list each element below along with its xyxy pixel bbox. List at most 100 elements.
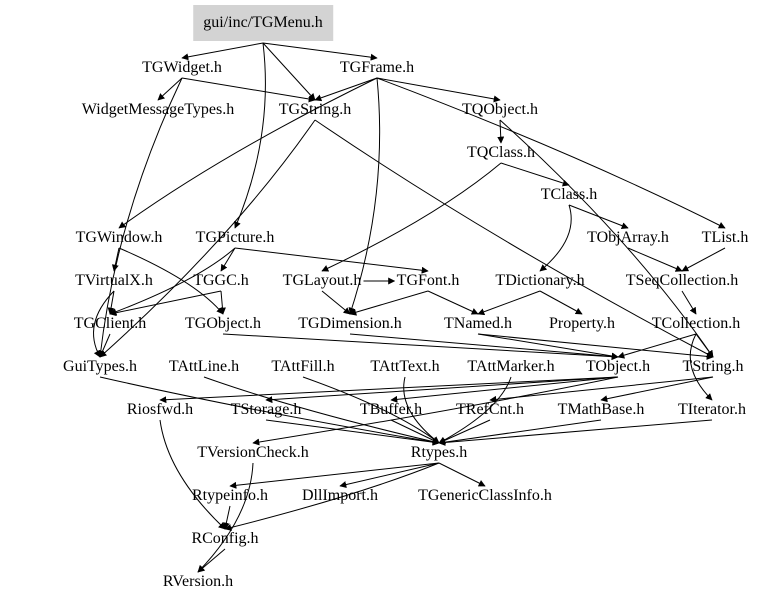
edge-tbuffer-to-rtypes [390, 419, 440, 444]
node-tgobject[interactable]: TGObject.h [185, 315, 261, 332]
node-tattfill[interactable]: TAttFill.h [271, 358, 335, 375]
node-rconfig[interactable]: RConfig.h [191, 530, 259, 547]
node-tqclass[interactable]: TQClass.h [467, 144, 535, 161]
edge-tgwidget-to-guitypes [97, 77, 183, 358]
edge-tgframe-to-tgwindow [118, 77, 378, 229]
edge-rtypes-to-rconfig [224, 462, 440, 531]
edge-tattline-to-rtypes [203, 376, 440, 445]
node-tobjarray[interactable]: TObjArray.h [587, 229, 669, 246]
node-titerator[interactable]: TIterator.h [678, 401, 746, 418]
node-tgfont[interactable]: TGFont.h [396, 272, 460, 289]
node-tmathbase[interactable]: TMathBase.h [557, 401, 645, 418]
edge-tgobject-to-tobject [222, 333, 619, 361]
node-tcollection[interactable]: TCollection.h [651, 315, 741, 332]
node-tstring[interactable]: TString.h [682, 358, 744, 375]
node-tqobject[interactable]: TQObject.h [462, 101, 538, 118]
edge-tqobject-to-tqclass [497, 119, 505, 144]
edge-tnamed-to-tobject [477, 333, 619, 360]
edge-tgdimension-to-tobject [349, 333, 619, 360]
edge-tggc-to-tgobject [218, 290, 226, 315]
node-rtypeinfo[interactable]: Rtypeinfo.h [192, 487, 268, 504]
edge-tstring-to-tmathbase [600, 376, 714, 403]
edge-tobject-to-tversioncheck [252, 376, 619, 446]
node-tgframe[interactable]: TGFrame.h [339, 59, 415, 76]
edge-tqobject-to-tstring [499, 119, 714, 358]
edge-rtypes-to-tgenericclassinfo [438, 462, 486, 487]
node-tgwindow[interactable]: TGWindow.h [75, 229, 163, 246]
node-tseqcollection[interactable]: TSeqCollection.h [625, 272, 739, 289]
edge-tstorage-to-rtypes [265, 419, 440, 446]
node-tversioncheck[interactable]: TVersionCheck.h [197, 444, 309, 461]
edge-rtypes-to-dllimport [339, 462, 440, 488]
edge-tgmenu-to-tgpicture [234, 42, 266, 229]
edge-tstring-to-trefcnt [489, 376, 714, 403]
node-tgstring[interactable]: TGString.h [278, 101, 352, 118]
edge-tgwidget-to-tgstring [181, 77, 316, 103]
node-tbuffer[interactable]: TBuffer.h [359, 401, 423, 418]
node-rversion[interactable]: RVersion.h [162, 573, 234, 590]
edge-rconfig-to-rversion [197, 548, 226, 573]
edge-rtypeinfo-to-rconfig [222, 505, 231, 530]
node-tattline[interactable]: TAttLine.h [168, 358, 240, 375]
edge-tvirtualx-to-guitypes [93, 290, 115, 358]
edge-tqclass-to-tglayout [321, 162, 502, 272]
node-tdictionary[interactable]: TDictionary.h [495, 272, 585, 289]
node-tgdimension[interactable]: TGDimension.h [298, 315, 402, 332]
edge-tgpicture-to-tgfont [234, 247, 429, 274]
node-tobject[interactable]: TObject.h [585, 358, 651, 375]
edge-tlist-to-tseqcollection [681, 247, 726, 272]
edge-tgframe-to-tgstring [314, 77, 378, 102]
edge-titerator-to-rtypes [438, 419, 713, 446]
node-tgpicture[interactable]: TGPicture.h [195, 229, 275, 246]
edge-tattfill-to-rtypes [302, 376, 440, 444]
node-widgetmessagetypes[interactable]: WidgetMessageTypes.h [81, 101, 235, 118]
edge-tnamed-to-tstring [477, 333, 714, 360]
node-tglayout[interactable]: TGLayout.h [282, 272, 362, 289]
node-tvirtualx[interactable]: TVirtualX.h [75, 272, 153, 289]
edge-tgmenu-to-tgstring [262, 42, 316, 101]
node-tgmenu[interactable]: gui/inc/TGMenu.h [193, 5, 333, 41]
node-guitypes[interactable]: GuiTypes.h [63, 358, 137, 375]
edge-tgstring-to-guitypes [99, 119, 316, 358]
node-tlist[interactable]: TList.h [701, 229, 749, 246]
edge-tggc-to-tgclient [109, 290, 222, 317]
edge-tobject-to-tstorage [265, 376, 619, 404]
node-tclass[interactable]: TClass.h [540, 186, 598, 203]
edge-tgfont-to-tgdimension [349, 290, 429, 316]
node-rtypes[interactable]: Rtypes.h [410, 444, 468, 461]
edge-tgstring-to-tstring [314, 119, 714, 358]
edge-tclass-to-tobjarray [568, 204, 629, 229]
edge-tgwidget-to-widgetmessagetypes [157, 77, 183, 101]
edge-tgframe-to-tqobject [376, 77, 501, 103]
node-trefcnt[interactable]: TRefCnt.h [456, 401, 524, 418]
edge-tcollection-to-tobject [617, 333, 697, 359]
edge-tmathbase-to-rtypes [438, 419, 602, 446]
edge-riosfwd-to-rconfig [159, 419, 226, 530]
node-tgclient[interactable]: TGClient.h [73, 315, 147, 332]
edge-tgwindow-to-tgobject [118, 247, 224, 315]
edge-tobjarray-to-tseqcollection [627, 247, 683, 272]
node-tgwidget[interactable]: TGWidget.h [142, 59, 222, 76]
edge-tgfont-to-tnamed [427, 290, 479, 315]
edge-tobject-to-tbuffer [390, 376, 619, 403]
node-tgenericclassinfo[interactable]: TGenericClassInfo.h [418, 487, 552, 504]
edge-tseqcollection-to-tcollection [681, 290, 697, 315]
node-property[interactable]: Property.h [548, 315, 616, 332]
node-tnamed[interactable]: TNamed.h [444, 315, 512, 332]
edge-tdictionary-to-tnamed [477, 290, 541, 316]
edge-tgpicture-to-tggc [220, 247, 236, 272]
node-riosfwd[interactable]: Riosfwd.h [126, 401, 194, 418]
edge-rtypes-to-rtypeinfo [229, 462, 440, 489]
edge-tglayout-to-tgdimension [321, 290, 351, 315]
edge-guitypes-to-rtypes [99, 376, 440, 446]
node-tstorage[interactable]: TStorage.h [230, 401, 302, 418]
edge-tobject-to-riosfwd [159, 376, 619, 404]
edge-tqclass-to-tclass [500, 162, 570, 187]
node-tggc[interactable]: TGGC.h [193, 272, 249, 289]
node-tattmarker[interactable]: TAttMarker.h [467, 358, 555, 375]
node-tatttext[interactable]: TAttText.h [370, 358, 440, 375]
node-dllimport[interactable]: DllImport.h [302, 487, 378, 504]
edge-tgmenu-to-tgwidget [181, 42, 264, 61]
